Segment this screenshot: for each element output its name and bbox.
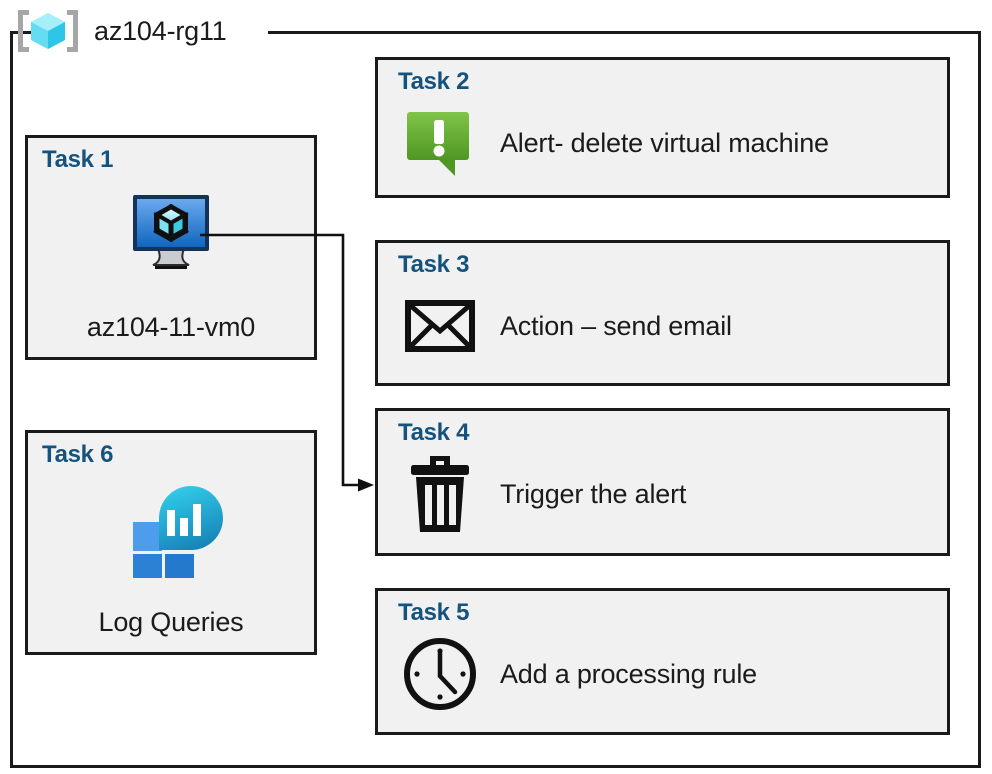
task-label: Task 6 — [42, 441, 114, 468]
task-card-task-3[interactable]: Task 3 Action – send email — [375, 240, 950, 386]
task-label: Task 1 — [42, 146, 114, 173]
task-label: Task 3 — [398, 251, 470, 278]
task-caption: Alert- delete virtual machine — [500, 127, 829, 158]
task-label: Task 4 — [398, 419, 470, 446]
resource-group-header: az104-rg11 — [12, 2, 227, 60]
clock-icon — [404, 638, 476, 710]
container-border-bottom — [10, 765, 981, 768]
task-row: Action – send email — [398, 287, 937, 365]
task-caption: Add a processing rule — [500, 658, 757, 689]
envelope-icon — [405, 300, 475, 352]
task-caption: Action – send email — [500, 310, 732, 341]
task-card-task-4[interactable]: Task 4 Trigger the alert — [375, 408, 950, 556]
task-label: Task 2 — [398, 68, 470, 95]
task-card-task-5[interactable]: Task 5 Add a processing rule — [375, 588, 950, 735]
task-caption: Trigger the alert — [500, 478, 687, 509]
task-card-task-2[interactable]: Task 2 Alert- delete virtual machin — [375, 57, 950, 198]
task-row: Alert- delete virtual machine — [398, 104, 937, 182]
task-icon-wrapper — [28, 485, 314, 578]
task-icon-wrapper — [28, 190, 314, 276]
task-icon-wrapper — [398, 287, 482, 365]
trash-delete-icon — [411, 456, 469, 532]
log-analytics-icon — [133, 486, 223, 578]
task-caption: Log Queries — [98, 607, 244, 637]
container-border-right — [978, 31, 981, 768]
alert-callout-icon — [407, 112, 469, 176]
task-card-task-6[interactable]: Task 6 Log Queri — [25, 430, 317, 655]
resource-group-title: az104-rg11 — [94, 15, 227, 46]
task-row: Trigger the alert — [398, 455, 937, 533]
task-label: Task 5 — [398, 599, 470, 626]
task-icon-wrapper — [398, 104, 482, 182]
container-border-left — [10, 31, 13, 768]
task-icon-wrapper — [398, 455, 482, 533]
virtual-machine-icon — [133, 195, 209, 269]
task-row: Add a processing rule — [398, 635, 937, 713]
task-caption: az104-11-vm0 — [86, 312, 256, 342]
container-border-top-right — [268, 31, 981, 34]
task-icon-wrapper — [398, 635, 482, 713]
resource-group-icon — [18, 10, 78, 52]
task-card-task-1[interactable]: Task 1 — [25, 135, 317, 360]
